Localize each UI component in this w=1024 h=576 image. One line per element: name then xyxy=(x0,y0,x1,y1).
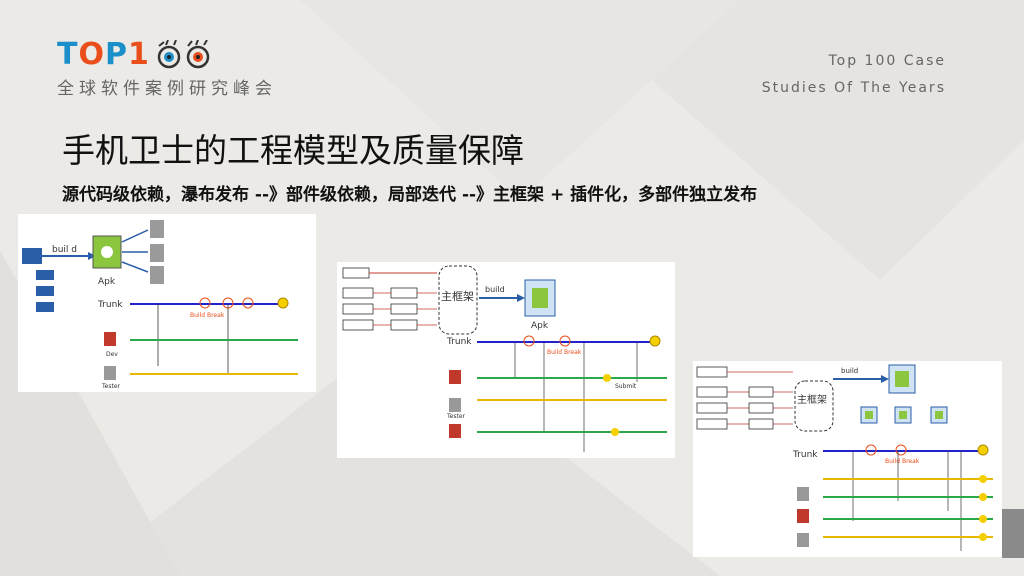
build-break-label: Build Break xyxy=(190,312,225,319)
diagram-source-dependency: buil d Apk Trunk Build Break Dev Tester xyxy=(18,214,316,392)
dev-label: Dev xyxy=(106,351,118,358)
build-label: buil d xyxy=(52,245,77,255)
trunk-label: Trunk xyxy=(97,300,123,310)
build-break-label-2: Build Break xyxy=(547,349,582,356)
apk-label-2: Apk xyxy=(531,321,549,331)
trunk-label-3: Trunk xyxy=(792,450,818,460)
submit-label: Submit xyxy=(615,383,637,390)
side-decoration xyxy=(1002,509,1024,558)
tagline-line-1: Top 100 Case xyxy=(762,48,946,75)
logo-eyes-icon xyxy=(154,40,224,70)
tagline: Top 100 Case Studies Of The Years xyxy=(762,48,946,102)
diagram-component-dependency: 主框架 build Apk Trunk Build Break Submit T… xyxy=(337,262,675,458)
framework-label: 主框架 xyxy=(441,290,474,303)
build-label-2: build xyxy=(485,285,505,294)
build-label-3: build xyxy=(841,367,858,375)
build-break-label-3: Build Break xyxy=(885,458,920,465)
diagram-plugin-architecture: 主框架 build Trunk Build Break xyxy=(693,361,1002,557)
slide-subtitle: 源代码级依赖，瀑布发布 --》部件级依赖，局部迭代 --》主框架 + 插件化，多… xyxy=(62,180,757,205)
tester-label: Tester xyxy=(101,383,121,390)
framework-label-3: 主框架 xyxy=(797,393,827,406)
tagline-line-2: Studies Of The Years xyxy=(762,75,946,102)
slide-title: 手机卫士的工程模型及质量保障 xyxy=(62,124,524,172)
tester-label-2: Tester xyxy=(446,413,466,420)
trunk-label-2: Trunk xyxy=(446,337,472,347)
logo-subtitle: 全球软件案例研究峰会 xyxy=(57,74,277,99)
apk-label: Apk xyxy=(98,277,116,287)
